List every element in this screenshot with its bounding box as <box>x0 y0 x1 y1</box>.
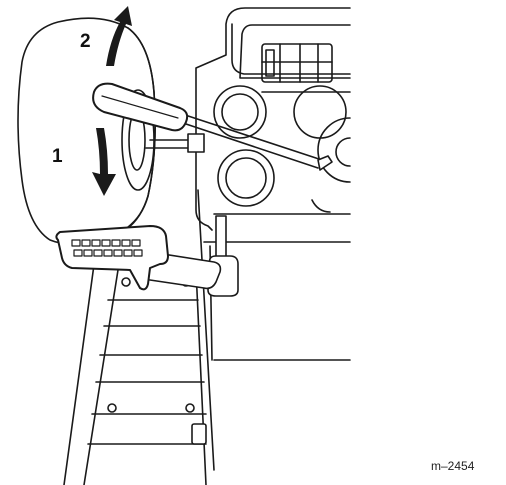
air-vent-grille-icon <box>262 44 332 82</box>
step-1-label: 1 <box>52 147 63 166</box>
dashboard-panel <box>196 8 350 360</box>
figure-reference-code: m–2454 <box>431 460 474 472</box>
gauge-cluster-icon <box>214 86 350 212</box>
pedal-lever-icon <box>56 226 220 289</box>
step-2-label: 2 <box>80 32 91 51</box>
